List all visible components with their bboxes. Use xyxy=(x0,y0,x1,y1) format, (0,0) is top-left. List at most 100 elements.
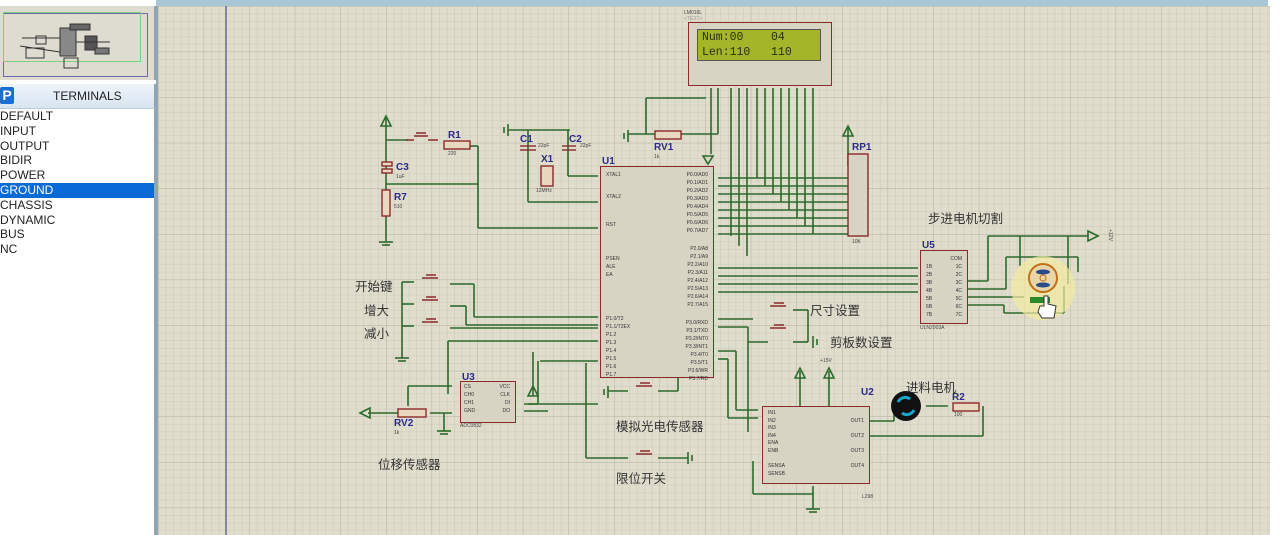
lcd-display[interactable]: Num:00 04 Len:110 110 xyxy=(688,22,832,86)
r7-value: 510 xyxy=(394,204,403,210)
pin-label: 4B xyxy=(926,288,933,294)
terminal-item-ground[interactable]: GROUND xyxy=(0,182,154,198)
label-photo-sensor: 模拟光电传感器 xyxy=(616,420,704,434)
pin-label: P3.7/RD xyxy=(689,376,708,382)
label-increase: 增大 xyxy=(364,304,390,318)
label-feed-motor: 进料电机 xyxy=(906,381,957,395)
u2-supply: +15V xyxy=(820,358,832,364)
pin-label: SENSB xyxy=(768,470,785,477)
pin-label: CH0 xyxy=(464,392,475,398)
terminal-item-output[interactable]: OUTPUT xyxy=(0,138,50,153)
label-stepper-cut: 步进电机切割 xyxy=(928,212,1004,226)
rv2-value: 1k xyxy=(394,430,400,436)
lcd-screen: Num:00 04 Len:110 110 xyxy=(697,29,821,61)
terminal-item-nc[interactable]: NC xyxy=(0,242,18,257)
lcd-text-placeholder: <TEXT> xyxy=(684,16,703,22)
pin-label: ENB xyxy=(768,447,779,454)
pin-label: XTAL2 xyxy=(606,194,621,200)
pin-label: 2B xyxy=(926,272,933,278)
pin-label: ALE xyxy=(606,264,616,270)
terminal-item-default[interactable]: DEFAULT xyxy=(0,109,54,123)
right-margin xyxy=(1268,0,1284,535)
pin-label: P3.3/INT1 xyxy=(685,344,708,350)
c2-ref: C2 xyxy=(569,134,582,145)
pin-label: P3.1/TXD xyxy=(686,328,708,334)
adc-u3[interactable] xyxy=(460,381,516,423)
terminal-item-input[interactable]: INPUT xyxy=(0,123,36,138)
lcd-line-1: Num:00 04 xyxy=(702,31,785,44)
schematic-wires xyxy=(358,88,1100,513)
pin-label: 5B xyxy=(926,296,933,302)
pin-label: IN4 xyxy=(768,432,776,439)
pin-label: P2.6/A14 xyxy=(687,294,708,300)
rp1-value: 10K xyxy=(852,239,861,245)
darlington-u5[interactable] xyxy=(920,250,968,324)
u5-part: ULN2003A xyxy=(920,325,945,331)
pin-label: P0.0/AD0 xyxy=(686,172,708,178)
terminal-item-bidir[interactable]: BIDIR xyxy=(0,153,33,168)
pin-label: P2.1/A9 xyxy=(690,254,708,260)
pin-label: OUT2 xyxy=(850,433,864,439)
terminals-header: P TERMINALS xyxy=(0,84,156,109)
r7-ref: R7 xyxy=(394,192,407,203)
microcontroller-u1[interactable] xyxy=(600,166,714,378)
pin-label: OUT3 xyxy=(850,448,864,454)
u2-ref: U2 xyxy=(861,387,874,398)
pin-label: P1.1/T2EX xyxy=(606,324,631,330)
overview-panel[interactable] xyxy=(0,6,156,80)
pin-label: VCC xyxy=(499,384,510,390)
motor-driver-u2[interactable] xyxy=(762,406,870,484)
pin-label: CS xyxy=(464,384,471,390)
supply-12v-label: +12V xyxy=(1106,229,1113,241)
pin-label: P1.6 xyxy=(606,364,617,370)
pin-label: ENA xyxy=(768,440,779,446)
canvas-grid xyxy=(158,6,1270,535)
label-start-key: 开始键 xyxy=(355,280,393,294)
lcd-part-label: LM016L xyxy=(684,10,703,16)
pin-label: P0.5/AD5 xyxy=(686,212,708,218)
label-decrease: 减小 xyxy=(364,327,390,341)
pin-label: P1.7 xyxy=(606,372,617,378)
terminal-item-bus[interactable]: BUS xyxy=(0,227,25,242)
pin-label: DO xyxy=(502,408,511,414)
pin-label: 1B xyxy=(926,264,933,270)
pin-label: PSEN xyxy=(606,256,620,262)
pin-label: P0.4/AD4 xyxy=(686,204,708,210)
x1-value: 12MHz xyxy=(536,188,552,194)
overview-viewport[interactable] xyxy=(3,12,141,62)
pin-label: EA xyxy=(606,272,613,278)
terminals-title: TERMINALS xyxy=(53,89,122,103)
terminal-item-chassis[interactable]: CHASSIS xyxy=(0,197,53,212)
pin-label: IN2 xyxy=(768,417,776,424)
pin-label: P0.7/AD7 xyxy=(686,228,708,234)
pin-label: RST xyxy=(606,222,616,228)
pin-label: 6B xyxy=(926,304,933,310)
pin-label: P2.3/A11 xyxy=(687,270,708,276)
pin-label: P2.0/A8 xyxy=(690,246,708,252)
lcd-line-2: Len:110 110 xyxy=(702,46,792,59)
u5-ref: U5 xyxy=(922,240,935,251)
pin-label: 1C xyxy=(955,264,962,270)
pin-label: P3.4/T0 xyxy=(690,352,708,358)
x1-ref: X1 xyxy=(541,154,554,165)
pin-label: P1.0/T2 xyxy=(606,316,624,322)
pin-label: DI xyxy=(505,400,510,406)
r1-value: 220 xyxy=(448,151,457,157)
u2-part: L298 xyxy=(862,494,874,500)
c1-value: 22pF xyxy=(538,143,550,149)
terminal-item-dynamic[interactable]: DYNAMIC xyxy=(0,212,56,227)
c3-ref: C3 xyxy=(396,162,409,173)
c3-value: 1uF xyxy=(396,174,405,180)
label-limit-switch: 限位开关 xyxy=(616,472,667,486)
window-top-border xyxy=(156,0,1268,6)
terminal-item-power[interactable]: POWER xyxy=(0,168,46,183)
pin-label: P0.1/AD1 xyxy=(686,180,708,186)
u3-ref: U3 xyxy=(462,372,475,383)
schematic-canvas[interactable]: LM016L <TEXT> Num:00 04 Len:110 110 U1 X… xyxy=(156,6,1270,535)
pin-label: P2.7/A15 xyxy=(687,302,708,308)
pick-devices-button[interactable]: P xyxy=(0,87,14,104)
pin-label: IN3 xyxy=(768,425,776,431)
pin-label: 3C xyxy=(955,280,962,286)
pin-label: IN1 xyxy=(768,410,776,416)
label-board-count-setting: 剪板数设置 xyxy=(830,336,893,350)
